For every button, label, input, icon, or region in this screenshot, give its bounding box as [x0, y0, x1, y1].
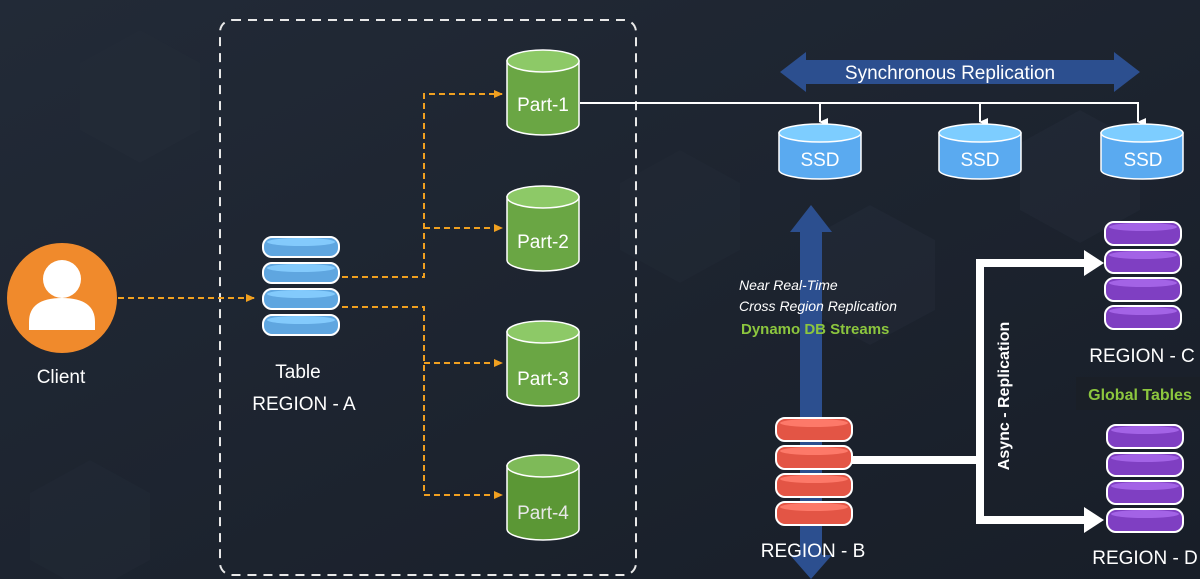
async-replication-arrows [852, 250, 1104, 533]
ssd-2[interactable] [938, 123, 1022, 180]
streams-line1: Near Real-Time [739, 277, 838, 293]
table-db-icon[interactable] [262, 236, 340, 336]
sync-replication-label: Synchronous Replication [845, 63, 1055, 84]
region-b-db-icon[interactable] [775, 417, 853, 526]
partition-2[interactable] [506, 185, 580, 272]
partition-connectors [342, 90, 503, 499]
streams-line2: Cross Region Replication [739, 298, 897, 314]
ssd-1-label: SSD [800, 150, 839, 171]
user-icon [29, 260, 95, 330]
partition-2-label: Part-2 [517, 232, 569, 253]
ssd-2-label: SSD [960, 150, 999, 171]
background-hexagons [30, 30, 1140, 579]
streams-line3: Dynamo DB Streams [741, 321, 889, 338]
client-label: Client [37, 367, 86, 388]
partition-1[interactable] [506, 49, 580, 136]
ssd-1[interactable] [778, 123, 862, 180]
partition-4-label: Part-4 [517, 503, 569, 524]
region-d-label: REGION - D [1092, 548, 1198, 569]
region-d-db-icon[interactable] [1106, 424, 1184, 533]
region-c-db-icon[interactable] [1104, 221, 1182, 330]
global-tables-label: Global Tables [1088, 387, 1192, 404]
global-tables-badge [1076, 377, 1200, 410]
async-replication-label: Async - Replication [996, 322, 1013, 470]
partition-3-label: Part-3 [517, 369, 569, 390]
partition-3[interactable] [506, 320, 580, 407]
partition-1-label: Part-1 [517, 95, 569, 116]
sync-replication-arrow [780, 52, 1140, 92]
table-label: Table [275, 362, 320, 383]
partition-4[interactable] [506, 454, 580, 541]
region-a-label: REGION - A [252, 394, 356, 415]
region-c-label: REGION - C [1089, 346, 1195, 367]
ssd-3[interactable] [1100, 123, 1184, 180]
region-b-label: REGION - B [761, 541, 866, 562]
client-node[interactable] [7, 243, 117, 353]
part1-to-ssd-lines [580, 102, 1146, 126]
ssd-3-label: SSD [1123, 150, 1162, 171]
